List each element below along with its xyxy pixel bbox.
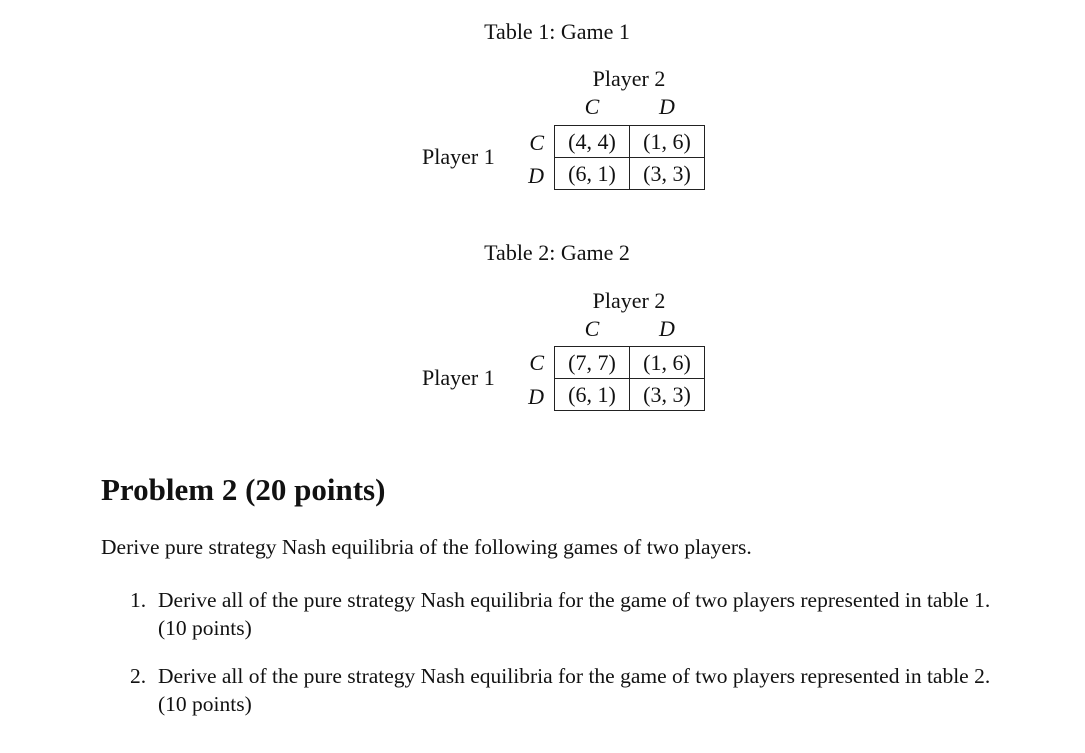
list-item-number: 2.: [130, 664, 147, 688]
table-2-row-strategy-d: D: [528, 384, 544, 409]
list-item: 1. Derive all of the pure strategy Nash …: [130, 586, 1020, 642]
table-row: (7, 7) (1, 6): [554, 346, 705, 379]
table-1-cell-dd: (3, 3): [629, 157, 705, 190]
table-1-column-strategy-c: C: [584, 94, 600, 119]
table-1-row-strategy-c: C: [529, 130, 544, 155]
table-1-row-strategy-d: D: [528, 163, 544, 188]
table-1-row-player-label: Player 1: [422, 144, 495, 169]
table-2-cell-dc: (6, 1): [554, 378, 630, 411]
table-2-column-strategy-c: C: [584, 316, 600, 341]
list-item-text: Derive all of the pure strategy Nash equ…: [158, 664, 991, 716]
list-item-number: 1.: [130, 588, 147, 612]
table-2-cell-cd: (1, 6): [629, 346, 705, 379]
table-2-row-strategy-c: C: [529, 350, 544, 375]
table-1-column-player-label: Player 2: [592, 66, 666, 91]
table-2-cell-cc: (7, 7): [554, 346, 630, 379]
table-1-cell-cc: (4, 4): [554, 125, 630, 158]
problem-intro: Derive pure strategy Nash equilibria of …: [101, 535, 752, 559]
table-row: (4, 4) (1, 6): [554, 125, 705, 158]
table-1-column-strategy-d: D: [659, 94, 675, 119]
list-item-text: Derive all of the pure strategy Nash equ…: [158, 588, 991, 640]
table-2-column-player-label: Player 2: [592, 288, 666, 313]
table-1-caption: Table 1: Game 1: [484, 19, 630, 44]
table-row: (6, 1) (3, 3): [554, 378, 705, 411]
table-1-payoff-matrix: (4, 4) (1, 6) (6, 1) (3, 3): [554, 125, 705, 190]
table-2-payoff-matrix: (7, 7) (1, 6) (6, 1) (3, 3): [554, 346, 705, 411]
table-2-column-strategy-d: D: [659, 316, 675, 341]
table-2-cell-dd: (3, 3): [629, 378, 705, 411]
table-2-row-player-label: Player 1: [422, 365, 495, 390]
table-2-caption: Table 2: Game 2: [484, 240, 630, 265]
table-row: (6, 1) (3, 3): [554, 157, 705, 190]
table-1-cell-cd: (1, 6): [629, 125, 705, 158]
table-1-cell-dc: (6, 1): [554, 157, 630, 190]
problem-heading: Problem 2 (20 points): [101, 472, 386, 507]
list-item: 2. Derive all of the pure strategy Nash …: [130, 662, 1020, 718]
